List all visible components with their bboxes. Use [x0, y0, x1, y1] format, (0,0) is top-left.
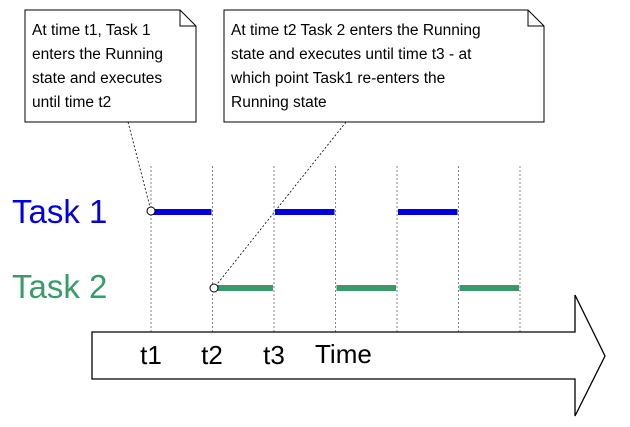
callout-2-leader [213, 121, 347, 289]
callout-1-box [24, 9, 197, 123]
task-1-running-bar-3 [398, 209, 458, 215]
time-arrow [91, 294, 606, 417]
callout-2-box [223, 9, 545, 123]
task-2-label: Task 2 [12, 268, 107, 305]
callout-1-fold [179, 10, 196, 27]
task-1-running-bar-1 [152, 209, 212, 215]
task-1-running-bar-2 [275, 209, 335, 215]
task-2-running-bar-3 [459, 285, 519, 291]
callout-1-line-2: enters the Running [32, 46, 163, 63]
callout-2-line-3: which point Task1 re-enters the [230, 70, 445, 87]
callout-2-line-1: At time t2 Task 2 enters the Running [231, 22, 481, 39]
callout-1: At time t1, Task 1 enters the Running st… [24, 9, 197, 123]
callout-1-line-4: until time t2 [32, 94, 111, 111]
callout-2: At time t2 Task 2 enters the Running sta… [223, 9, 545, 123]
running-bars [152, 209, 519, 291]
tick-label-t2: t2 [201, 340, 223, 370]
task2-start-marker [209, 283, 219, 293]
time-gridlines [150, 166, 521, 332]
callout-2-fold [527, 10, 544, 27]
task-2-running-bar-1 [213, 285, 273, 291]
task-2-running-bar-2 [336, 285, 396, 291]
callout-2-line-2: state and executes until time t3 - at [231, 46, 472, 63]
tick-label-t3: t3 [263, 340, 285, 370]
tick-label-t1: t1 [140, 340, 162, 370]
time-axis-label: Time [315, 339, 372, 369]
task1-start-marker [146, 206, 156, 216]
callout-2-line-4: Running state [231, 94, 327, 111]
callout-1-line-1: At time t1, Task 1 [32, 22, 151, 39]
callout-1-line-3: state and executes [32, 70, 162, 87]
callout-1-leader [127, 121, 152, 212]
task-1-label: Task 1 [12, 193, 107, 230]
